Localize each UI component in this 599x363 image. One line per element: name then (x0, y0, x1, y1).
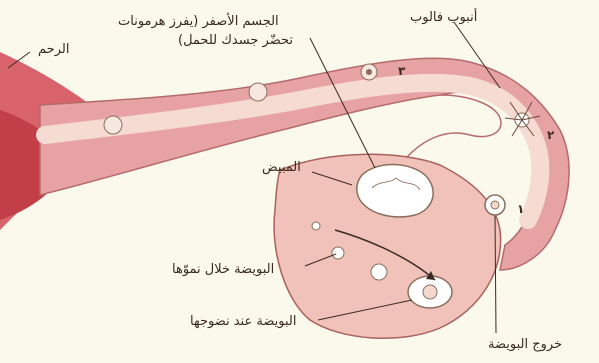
egg-in-tube-2 (249, 83, 267, 101)
egg-in-tube-1 (104, 116, 122, 134)
label-egg-mature: البويضة عند نضوجها (190, 314, 296, 330)
label-ovary: المبيض (262, 160, 301, 176)
corpus-luteum (357, 164, 433, 216)
label-ovulation: خروج البويضة (488, 337, 562, 353)
follicle-small-1 (312, 222, 320, 230)
follicle-medium (371, 264, 387, 280)
label-corpus-luteum-line2: تحضّر جسدك للحمل) (178, 33, 293, 49)
stage-number-3: ٣ (398, 64, 405, 78)
label-fallopian-tube: أنبوب فالوب (410, 10, 477, 26)
label-corpus-luteum-line1: الجسم الأصفر (يفرز هرمونات (118, 14, 279, 30)
follicle-small-2 (332, 247, 344, 259)
stage-number-2: ٢ (547, 128, 554, 142)
label-egg-growing: البويضة خلال نموّها (172, 262, 274, 278)
stage-number-1: ١ (517, 202, 524, 216)
label-uterus: الرحم (38, 42, 69, 58)
tube-return-fold (400, 95, 501, 165)
